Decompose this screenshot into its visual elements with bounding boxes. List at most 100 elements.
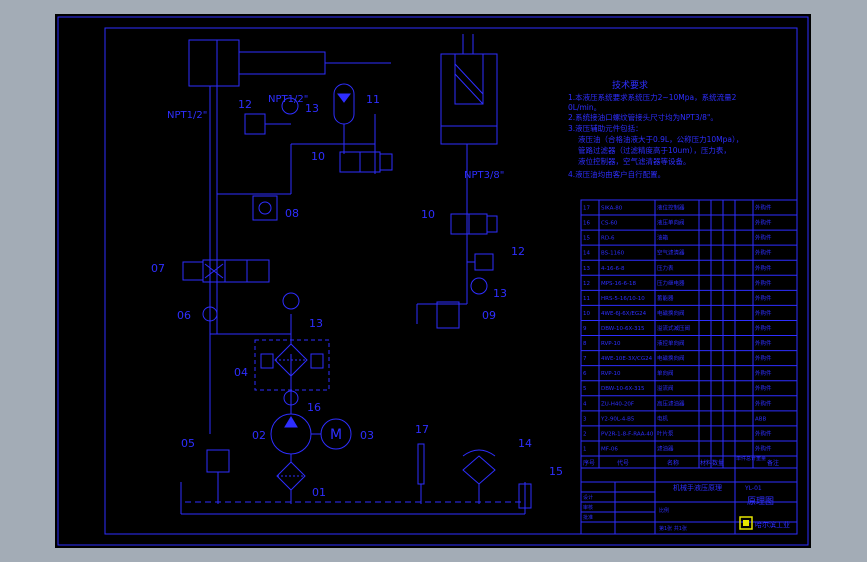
bom-cell-no: 11 bbox=[583, 296, 590, 302]
bom-cell-code: DBW-10-6X-315 bbox=[601, 386, 645, 392]
solenoid-valve-10-left bbox=[339, 151, 393, 173]
selection-marker-icon[interactable] bbox=[739, 516, 753, 530]
bom-cell-name: 空气滤清器 bbox=[657, 249, 685, 257]
drawing-name: 原理图 bbox=[747, 496, 774, 507]
high-pressure-filter bbox=[254, 339, 330, 391]
label-01: 01 bbox=[312, 486, 326, 499]
bom-cell-note: 外购件 bbox=[755, 369, 772, 377]
company-name: 哈尔滨工业 bbox=[755, 520, 790, 529]
title-block-grid bbox=[580, 467, 798, 535]
bom-cell-note: 外购件 bbox=[755, 249, 772, 257]
bom-cell-code: CS-60 bbox=[601, 221, 618, 227]
oil-tank bbox=[180, 482, 532, 515]
bom-header-no: 序号 bbox=[583, 459, 595, 467]
bom-cell-name: 液压单向阀 bbox=[657, 219, 685, 227]
bom-cell-note: 外购件 bbox=[755, 309, 772, 317]
bom-cell-code: DBW-10-6X-315 bbox=[601, 326, 645, 332]
directional-valve-07 bbox=[182, 259, 270, 283]
air-breather bbox=[462, 449, 496, 504]
tech-line-7: 4.液压油均由客户自行配置。 bbox=[568, 169, 665, 179]
label-11: 11 bbox=[366, 93, 380, 106]
hydraulic-schematic: NPT1/2" NPT1/2" NPT3/8" 01 02 03 04 05 0… bbox=[57, 16, 809, 546]
bom-cell-name: 电磁换向阀 bbox=[657, 309, 685, 317]
project-title: 机械手液压原理 bbox=[673, 483, 722, 492]
tech-line-4: 液压油（合格油液大于0.9L，公称压力10Mpa）， bbox=[578, 134, 743, 144]
bom-cell-name: 液位控制器 bbox=[657, 204, 685, 212]
bom-cell-note: 外购件 bbox=[755, 429, 772, 437]
bom-cell-name: 高压滤油器 bbox=[657, 399, 685, 407]
reducing-valve-09 bbox=[436, 301, 460, 329]
pressure-gauge-top bbox=[281, 97, 299, 115]
bom-header-material: 材料 bbox=[700, 459, 712, 467]
label-12-right: 12 bbox=[511, 245, 525, 258]
bom-cell-code: 4-16-6-8 bbox=[601, 266, 625, 272]
bom-cell-code: MF-06 bbox=[601, 446, 618, 452]
pressure-relay-right bbox=[474, 253, 494, 271]
outer-frame bbox=[57, 16, 809, 546]
bom-cell-note: 外购件 bbox=[755, 339, 772, 347]
bom-cell-name: 溢流式减压阀 bbox=[657, 324, 690, 332]
tech-line-1: 1.本液压系统要求系统压力2~10Mpa，系统流量2 bbox=[568, 92, 737, 102]
inner-frame bbox=[104, 27, 798, 535]
designer-label: 设计 bbox=[583, 494, 593, 501]
bom-cell-note: ABB bbox=[755, 416, 767, 422]
left-cylinder bbox=[188, 39, 391, 87]
npt-left-label: NPT1/2" bbox=[167, 110, 207, 121]
bom-cell-no: 8 bbox=[583, 341, 587, 347]
bom-cell-note: 外购件 bbox=[755, 234, 772, 242]
bom-cell-name: 液控单向阀 bbox=[657, 339, 685, 347]
solenoid-valve-10-right bbox=[450, 213, 498, 235]
bom-cell-code: HRS-5-16/10-10 bbox=[601, 296, 645, 302]
bom-cell-note: 外购件 bbox=[755, 324, 772, 332]
bom-cell-no: 17 bbox=[583, 206, 590, 212]
bom-cell-name: 蓄能器 bbox=[657, 294, 674, 302]
approver-label: 批准 bbox=[583, 514, 593, 521]
tech-line-3: 3.液压辅助元件包括： bbox=[568, 123, 643, 133]
check-valve-06 bbox=[202, 306, 218, 322]
label-03: 03 bbox=[360, 429, 374, 442]
npt-right-label: NPT3/8" bbox=[464, 170, 504, 181]
bom-cell-code: RVP-10 bbox=[601, 341, 621, 347]
npt-top-label: NPT1/2" bbox=[268, 94, 308, 105]
bom-cell-name: 电机 bbox=[657, 414, 669, 422]
bom-cell-name: 叶片泵 bbox=[657, 429, 674, 437]
motor-symbol: M bbox=[330, 427, 342, 443]
bom-cell-no: 2 bbox=[583, 431, 587, 437]
bom-cell-note: 外购件 bbox=[755, 279, 772, 287]
bom-cell-no: 4 bbox=[583, 401, 587, 407]
check-valve-08 bbox=[252, 195, 278, 221]
bom-cell-note: 外购件 bbox=[755, 444, 772, 452]
label-14: 14 bbox=[518, 437, 532, 450]
bom-cell-code: BS-1160 bbox=[601, 251, 625, 257]
label-10-left: 10 bbox=[311, 150, 325, 163]
label-13-right: 13 bbox=[493, 287, 507, 300]
bom-header-note: 备注 bbox=[767, 459, 779, 467]
label-15: 15 bbox=[549, 465, 563, 478]
bom-cell-code: 4WE-10E-3X/CG24 bbox=[601, 356, 653, 362]
bom-cell-code: RD-6 bbox=[601, 236, 615, 242]
label-16: 16 bbox=[307, 401, 321, 414]
scale-label: 比例 bbox=[659, 507, 669, 514]
bom-cell-name: 滤油器 bbox=[657, 444, 674, 452]
accumulator bbox=[333, 83, 355, 154]
bom-cell-no: 6 bbox=[583, 371, 587, 377]
tech-line-6: 液位控制器，空气滤清器等设备。 bbox=[578, 156, 691, 166]
tech-line-1b: 0L/min。 bbox=[568, 103, 601, 112]
bom-cell-code: 4WE-6J-6X/EG24 bbox=[601, 311, 647, 317]
tech-line-5: 管路过滤器（过滤精度高于10um），压力表， bbox=[578, 145, 731, 155]
bom-cell-no: 10 bbox=[583, 311, 590, 317]
tech-line-2: 2.系统接油口螺纹管接头尺寸均为NPT3/8"。 bbox=[568, 112, 718, 122]
bom-cell-note: 外购件 bbox=[755, 219, 772, 227]
bom-cell-no: 14 bbox=[583, 251, 590, 257]
label-06: 06 bbox=[177, 309, 191, 322]
bom-cell-code: PV2R-1-8-F-RAA-40 bbox=[601, 431, 654, 437]
bom-cell-name: 油箱 bbox=[657, 234, 669, 242]
checker-label: 审核 bbox=[583, 504, 593, 511]
label-10-right: 10 bbox=[421, 208, 435, 221]
bom-cell-no: 9 bbox=[583, 326, 587, 332]
drawing-sheet: NPT1/2" NPT1/2" NPT3/8" 01 02 03 04 05 0… bbox=[55, 14, 811, 548]
relief-valve-05 bbox=[206, 449, 230, 504]
bom-cell-no: 15 bbox=[583, 236, 590, 242]
bom-cell-name: 压力继电器 bbox=[657, 279, 685, 287]
bom-cell-no: 16 bbox=[583, 221, 590, 227]
